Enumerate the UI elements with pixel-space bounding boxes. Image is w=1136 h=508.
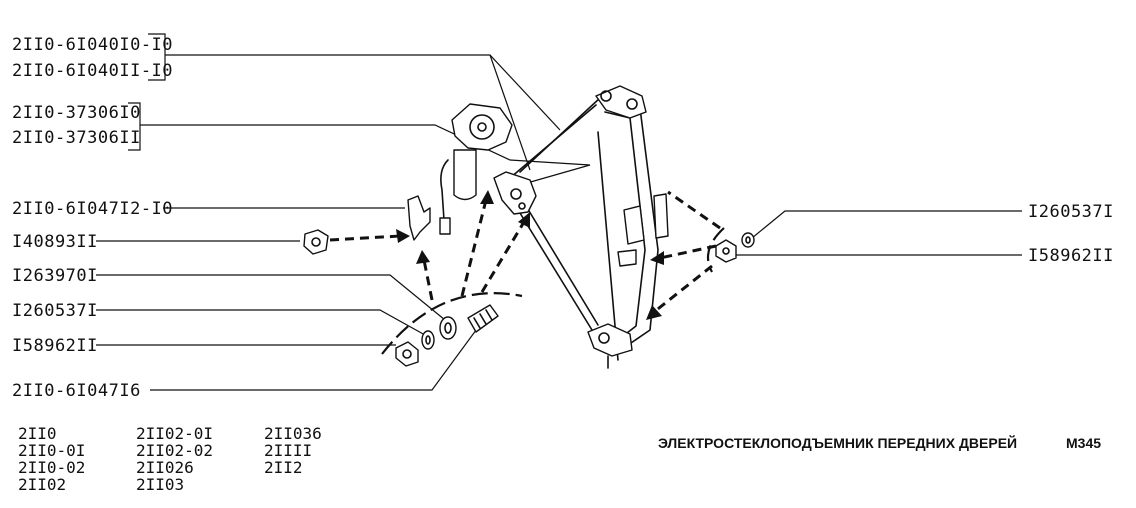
assembly-arrow	[480, 221, 526, 293]
leader-line	[140, 124, 591, 186]
model-code: 2II02	[18, 475, 66, 494]
nut-hole	[402, 349, 412, 359]
cable	[519, 195, 599, 326]
pulley-pivot	[626, 98, 638, 110]
leader-line	[96, 309, 426, 336]
bracket-line	[128, 102, 141, 151]
figure-code: M345	[1066, 435, 1101, 451]
bracket-hole	[518, 202, 526, 210]
hex-nut	[395, 341, 419, 367]
fasteners-left	[303, 229, 499, 367]
part-number-label: I58962II	[12, 336, 98, 356]
part-number-label: 2II0-6I047I2-I0	[12, 199, 173, 219]
nut-hole	[722, 247, 730, 255]
bracket-hole	[510, 188, 522, 200]
part-number-label: 2II0-37306I0	[12, 103, 141, 123]
guide-rail	[604, 111, 646, 341]
cable	[509, 104, 597, 179]
assembly-arrow	[460, 199, 488, 297]
callout-right-nut: I58962II	[735, 246, 1114, 266]
washer	[439, 316, 457, 340]
hex-nut	[715, 239, 737, 263]
motor-gearbox	[451, 103, 513, 151]
motor-housing	[453, 149, 477, 201]
motor-wire	[440, 159, 449, 221]
callout-nut-lower: I58962II	[12, 336, 396, 356]
leader-line	[751, 210, 1022, 239]
lower-pulley	[587, 323, 633, 357]
fasteners-right	[715, 232, 755, 263]
callout-window-regulator: 2II0-6I040I0-I0 2II0-6I040II-I0	[12, 33, 561, 171]
model-code: 2II03	[136, 475, 184, 494]
arrow-head	[396, 229, 410, 243]
part-number-label: 2II0-37306II	[12, 128, 141, 148]
arrow-head	[480, 190, 494, 204]
model-code: 2II0-0I	[18, 441, 85, 460]
callout-gear-motor: 2II0-37306I0 2II0-37306II	[12, 102, 591, 186]
model-code: 2II036	[264, 424, 322, 443]
motor-gear	[469, 114, 495, 140]
applicable-models: 2II0 2II0-0I 2II0-02 2II02 2II02-0I 2II0…	[18, 424, 322, 494]
callout-nut-upper: I40893II	[12, 232, 300, 252]
leader-line	[96, 274, 446, 321]
model-code: 2II0-02	[18, 458, 85, 477]
assembly-arrow	[653, 264, 713, 314]
washer-hole	[425, 335, 431, 345]
part-number-label: 2II0-6I047I6	[12, 381, 141, 401]
callout-washer-small: I260537I	[12, 301, 426, 336]
callout-bracket: 2II0-6I047I2-I0	[12, 199, 405, 219]
callout-right-washer: I260537I	[751, 202, 1114, 239]
part-number-label: 2II0-6I040II-I0	[12, 61, 173, 81]
callout-washer-large: I263970I	[12, 266, 446, 321]
arrow-head	[416, 250, 430, 264]
model-code: 2II0	[18, 424, 57, 443]
nut-hole	[311, 237, 321, 247]
part-number-label: I58962II	[1028, 246, 1114, 266]
motor-connector	[439, 217, 451, 235]
pulley-pivot	[598, 332, 610, 344]
assembly-arrows	[329, 190, 721, 320]
assembly-arrow	[667, 190, 721, 230]
drive-bracket	[493, 171, 537, 215]
model-code: 2II02-0I	[136, 424, 213, 443]
door-panel-contour	[381, 292, 523, 355]
part-number-label: 2II0-6I040I0-I0	[12, 35, 173, 55]
mounting-bracket	[407, 195, 431, 241]
assembly-arrow	[659, 244, 717, 260]
gear-motor	[439, 103, 513, 235]
part-number-label: I263970I	[12, 266, 98, 286]
assembly-arrow	[422, 259, 434, 301]
model-code: 2II2	[264, 458, 303, 477]
washer-hole	[745, 236, 751, 244]
bracket-line	[148, 33, 166, 81]
washer	[741, 232, 755, 248]
page-title: ЭЛЕКТРОСТЕКЛОПОДЪЕМНИК ПЕРЕДНИХ ДВЕРЕЙ	[658, 434, 1017, 451]
arrow-head	[650, 251, 664, 265]
model-code: 2II026	[136, 458, 194, 477]
arrow-head	[646, 305, 662, 320]
glass-carrier	[653, 193, 669, 239]
carrier-clip	[617, 249, 637, 267]
motor-shaft	[477, 122, 487, 132]
upper-pulley	[595, 85, 647, 119]
part-number-label: I260537I	[1028, 202, 1114, 222]
arrow-head	[518, 212, 530, 228]
washer-hole	[444, 322, 452, 334]
washer	[421, 330, 435, 350]
leader-line	[150, 321, 483, 391]
stud-thread	[473, 309, 493, 329]
assembly-arrow	[329, 234, 401, 242]
model-code: 2IIII	[264, 441, 312, 460]
leader-line	[489, 54, 531, 171]
callout-stud: 2II0-6I047I6	[12, 321, 483, 401]
guide-rail-inner	[597, 131, 619, 361]
model-code: 2II02-02	[136, 441, 213, 460]
pulley-pivot	[600, 90, 612, 102]
part-number-label: I260537I	[12, 301, 98, 321]
part-number-label: I40893II	[12, 232, 98, 252]
hex-nut	[303, 229, 329, 255]
glass-carrier	[623, 205, 645, 245]
